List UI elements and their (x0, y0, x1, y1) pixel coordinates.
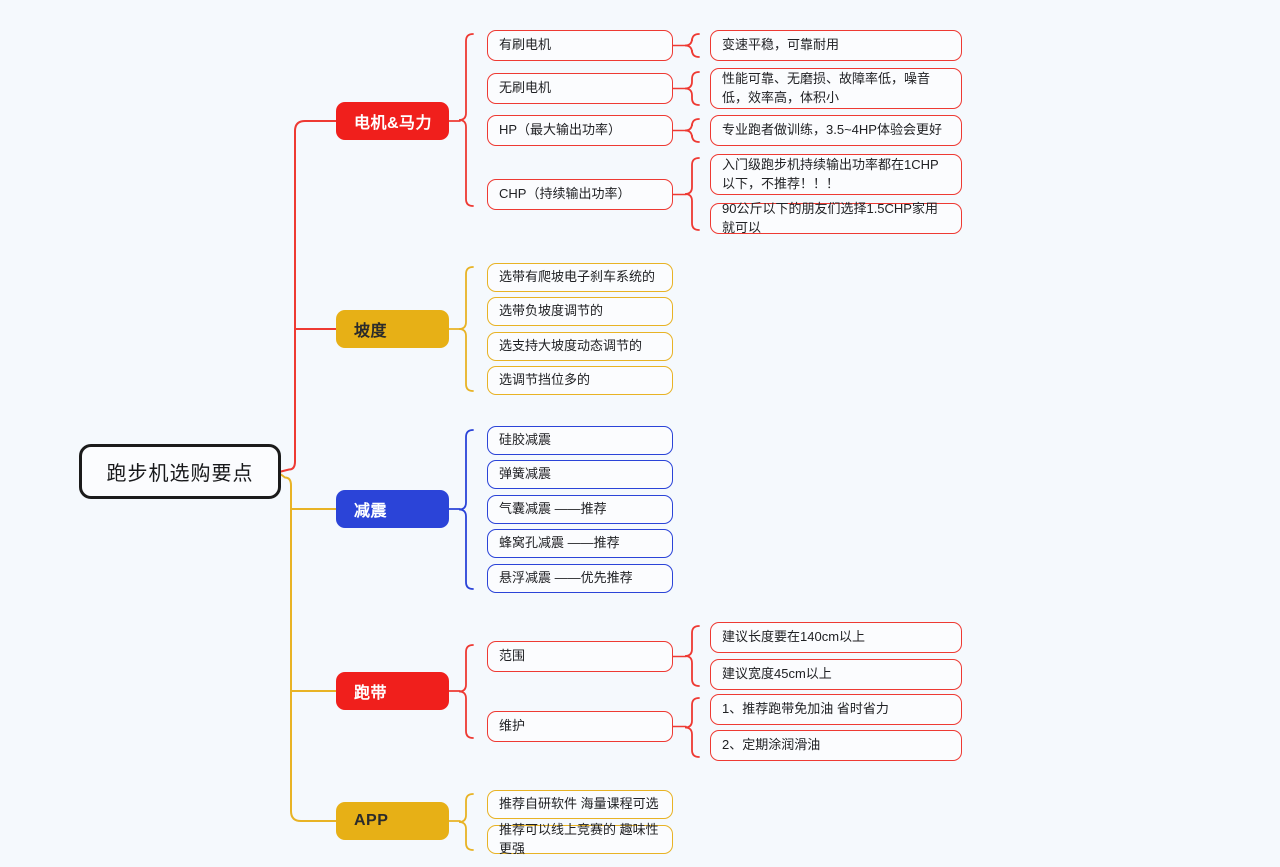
leaf-node[interactable]: 蜂窝孔减震 ——推荐 (487, 529, 673, 558)
branch-node-belt[interactable]: 跑带 (336, 672, 449, 710)
leaf-node[interactable]: 选调节挡位多的 (487, 366, 673, 395)
leaf-node-label: 范围 (499, 648, 526, 664)
branch-node-label: 减震 (354, 503, 388, 520)
leaf-node-label: 弹簧减震 (499, 466, 552, 482)
connector (684, 33, 700, 58)
leaf-node-label: 选调节挡位多的 (499, 372, 591, 388)
leaf-node-label: 选带负坡度调节的 (499, 303, 604, 319)
leaf-node[interactable]: 悬浮减震 ——优先推荐 (487, 564, 673, 593)
branch-node-motor[interactable]: 电机&马力 (336, 102, 449, 140)
connector (684, 71, 700, 106)
leaf-node[interactable]: 弹簧减震 (487, 460, 673, 489)
connector (458, 644, 474, 739)
leaf-node-label: 蜂窝孔减震 ——推荐 (499, 535, 620, 551)
leaf-node-label: 推荐可以线上竞赛的 趣味性更强 (499, 821, 659, 856)
branch-node-label: 跑带 (354, 685, 388, 702)
leaf-node-label: CHP（持续输出功率） (499, 186, 631, 202)
detail-node-label: 2、定期涂润滑油 (722, 737, 821, 753)
branch-node-label: 电机&马力 (354, 115, 433, 132)
detail-node[interactable]: 性能可靠、无磨损、故障率低，噪音低，效率高，体积小 (710, 68, 962, 109)
leaf-node-label: 有刷电机 (499, 37, 552, 53)
detail-node[interactable]: 2、定期涂润滑油 (710, 730, 962, 761)
root-node-label: 跑步机选购要点 (106, 463, 254, 485)
root-node[interactable]: 跑步机选购要点 (79, 444, 281, 499)
connector (458, 793, 474, 851)
connector (684, 697, 700, 758)
leaf-node[interactable]: 选带负坡度调节的 (487, 297, 673, 326)
leaf-node[interactable]: HP（最大输出功率） (487, 115, 673, 146)
branch-node-cushioning[interactable]: 减震 (336, 490, 449, 528)
leaf-node-label: 维护 (499, 718, 526, 734)
branch-node-incline[interactable]: 坡度 (336, 310, 449, 348)
leaf-node[interactable]: 有刷电机 (487, 30, 673, 61)
connector (458, 429, 474, 590)
leaf-node[interactable]: 选支持大坡度动态调节的 (487, 332, 673, 361)
leaf-node[interactable]: 气囊减震 ——推荐 (487, 495, 673, 524)
leaf-node[interactable]: 硅胶减震 (487, 426, 673, 455)
connector (684, 157, 700, 231)
detail-node-label: 1、推荐跑带免加油 省时省力 (722, 701, 889, 717)
detail-node-label: 变速平稳，可靠耐用 (722, 37, 840, 53)
branch-node-app[interactable]: APP (336, 802, 449, 840)
leaf-node[interactable]: 推荐自研软件 海量课程可选 (487, 790, 673, 819)
leaf-node[interactable]: 推荐可以线上竞赛的 趣味性更强 (487, 822, 673, 856)
branch-node-label: 坡度 (354, 323, 388, 340)
connector (280, 120, 337, 473)
leaf-node-label: HP（最大输出功率） (499, 122, 622, 138)
leaf-node-label: 气囊减震 ——推荐 (499, 501, 607, 517)
detail-node[interactable]: 90公斤以下的朋友们选择1.5CHP家用就可以 (710, 201, 962, 235)
connector (458, 266, 474, 392)
leaf-node-label: 选带有爬坡电子刹车系统的 (499, 269, 656, 285)
detail-node-label: 建议长度要在140cm以上 (722, 629, 866, 645)
leaf-node[interactable]: CHP（持续输出功率） (487, 179, 673, 210)
leaf-node[interactable]: 维护 (487, 711, 673, 742)
detail-node-label: 入门级跑步机持续输出功率都在1CHP以下，不推荐！！！ (722, 156, 939, 191)
connector (684, 625, 700, 687)
detail-node-label: 专业跑者做训练，3.5~4HP体验会更好 (722, 122, 942, 138)
detail-node[interactable]: 变速平稳，可靠耐用 (710, 30, 962, 61)
detail-node-label: 建议宽度45cm以上 (722, 666, 832, 682)
detail-node[interactable]: 1、推荐跑带免加油 省时省力 (710, 694, 962, 725)
detail-node[interactable]: 建议长度要在140cm以上 (710, 622, 962, 653)
leaf-node[interactable]: 无刷电机 (487, 73, 673, 104)
leaf-node[interactable]: 范围 (487, 641, 673, 672)
detail-node-label: 90公斤以下的朋友们选择1.5CHP家用就可以 (722, 200, 938, 235)
connector (280, 473, 337, 822)
leaf-node-label: 无刷电机 (499, 80, 552, 96)
leaf-node-label: 悬浮减震 ——优先推荐 (499, 570, 633, 586)
detail-node[interactable]: 入门级跑步机持续输出功率都在1CHP以下，不推荐！！！ (710, 154, 962, 195)
leaf-node-label: 选支持大坡度动态调节的 (499, 338, 643, 354)
detail-node[interactable]: 专业跑者做训练，3.5~4HP体验会更好 (710, 115, 962, 146)
branch-node-label: APP (354, 812, 389, 829)
detail-node[interactable]: 建议宽度45cm以上 (710, 659, 962, 690)
connector (458, 33, 474, 207)
leaf-node-label: 硅胶减震 (499, 432, 552, 448)
detail-node-label: 性能可靠、无磨损、故障率低，噪音低，效率高，体积小 (722, 70, 931, 105)
connector (684, 118, 700, 143)
leaf-node[interactable]: 选带有爬坡电子刹车系统的 (487, 263, 673, 292)
leaf-node-label: 推荐自研软件 海量课程可选 (499, 796, 659, 812)
